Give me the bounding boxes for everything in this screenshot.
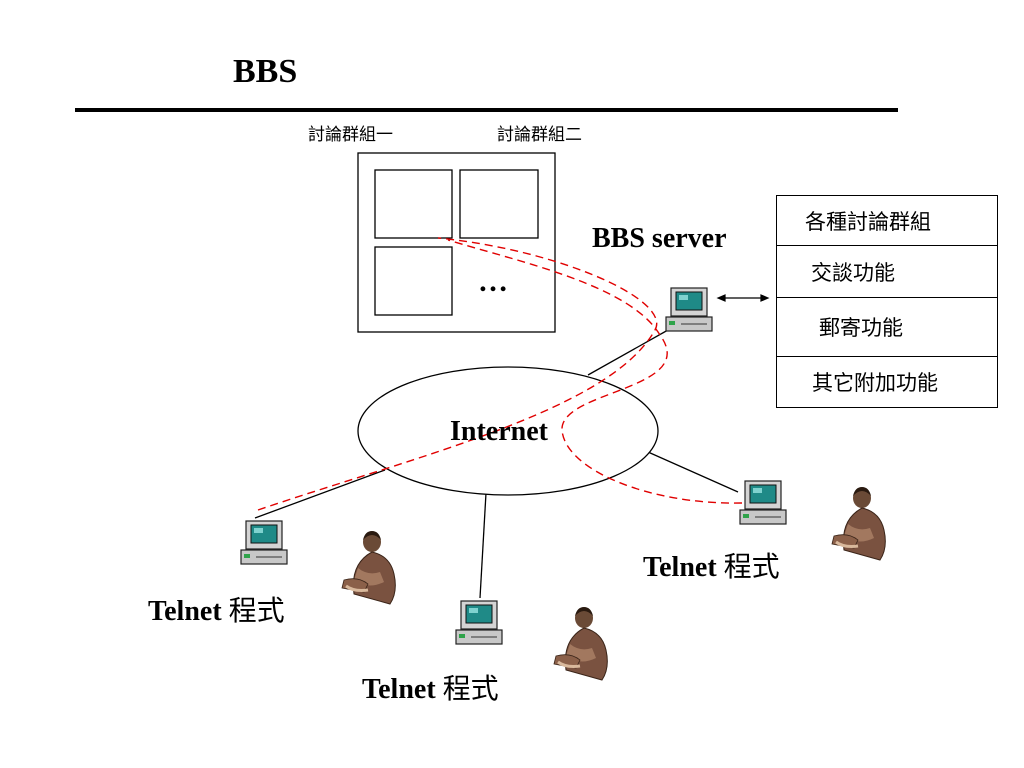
feature-chat: 交談功能 — [811, 260, 895, 285]
group-box-3 — [374, 246, 453, 316]
page-title: BBS — [233, 53, 298, 90]
computer-icon — [455, 600, 503, 645]
client-program-suffix: 程式 — [442, 674, 499, 705]
group-label-2: 討論群組二 — [497, 125, 582, 145]
bidirectional-arrow-icon — [716, 294, 770, 302]
client-program-suffix: 程式 — [228, 596, 285, 627]
feature-discussion-groups: 各種討論群組 — [805, 209, 931, 234]
client-program-name: Telnet — [148, 596, 222, 627]
computer-icon — [240, 520, 288, 565]
client-label-right: Telnet 程式 — [643, 545, 780, 585]
feature-row: 交談功能 — [777, 246, 997, 298]
user-person-icon — [340, 529, 397, 606]
feature-other: 其它附加功能 — [812, 371, 938, 395]
user-person-icon — [830, 485, 887, 562]
group-label-1: 討論群組一 — [308, 125, 393, 145]
group-box-2 — [459, 169, 539, 239]
session-paths — [257, 237, 743, 511]
internet-label: Internet — [450, 416, 548, 447]
more-groups-ellipsis: … — [478, 265, 508, 298]
session-path-right — [447, 239, 743, 504]
network-links — [254, 329, 739, 599]
group-box-1 — [374, 169, 453, 239]
link-client-left — [254, 469, 386, 519]
link-client-bottom — [479, 492, 487, 599]
server-feature-list: 各種討論群組 交談功能 郵寄功能 其它附加功能 — [776, 195, 998, 408]
feature-row: 其它附加功能 — [777, 357, 997, 407]
client-label-left: Telnet 程式 — [148, 589, 285, 629]
user-person-icon — [552, 605, 609, 682]
computer-icon — [665, 287, 713, 332]
client-program-suffix: 程式 — [723, 552, 780, 583]
internet-cloud — [357, 366, 659, 496]
feature-mail: 郵寄功能 — [819, 316, 903, 340]
computer-icon — [739, 480, 787, 525]
client-program-name: Telnet — [362, 674, 436, 705]
server-label: BBS server — [592, 223, 727, 254]
feature-row: 郵寄功能 — [777, 298, 997, 357]
feature-row: 各種討論群組 — [777, 196, 997, 246]
link-server — [587, 329, 669, 376]
client-program-name: Telnet — [643, 552, 717, 583]
discussion-board — [357, 152, 556, 333]
session-path-left — [257, 237, 658, 511]
link-client-right — [647, 451, 739, 493]
client-label-bottom: Telnet 程式 — [362, 667, 499, 707]
